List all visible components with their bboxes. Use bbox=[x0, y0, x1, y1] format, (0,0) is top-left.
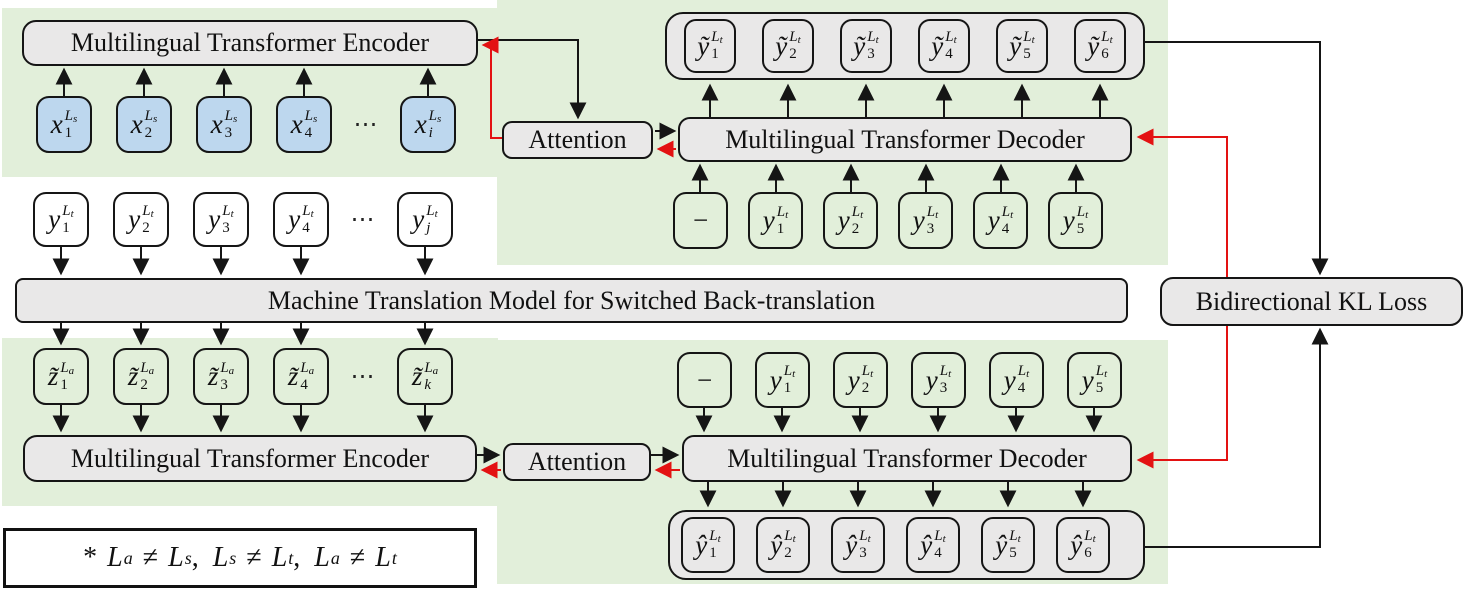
footnote-sub-s2: s bbox=[229, 547, 237, 568]
footnote-Lt-1: L bbox=[271, 542, 288, 573]
ellipsis: ⋯ bbox=[350, 207, 376, 233]
decoder-bottom-label: Multilingual Transformer Decoder bbox=[727, 443, 1087, 473]
token-−: − bbox=[677, 352, 732, 408]
encoder-top-label: Multilingual Transformer Encoder bbox=[70, 28, 430, 57]
attention-bottom-label: Attention bbox=[527, 447, 627, 476]
footnote-sub-a2: a bbox=[330, 547, 340, 568]
encoder-bottom-label: Multilingual Transformer Encoder bbox=[70, 443, 430, 473]
footnote-La-2: L bbox=[314, 542, 330, 573]
ellipsis: ⋯ bbox=[350, 364, 376, 390]
footnote-Ls-1: L bbox=[168, 542, 184, 573]
footnote-Lt-2: L bbox=[375, 542, 391, 573]
ytilde-output-container bbox=[665, 12, 1145, 80]
ellipsis: ⋯ bbox=[353, 112, 379, 138]
footnote-sub-t2: t bbox=[391, 547, 397, 568]
footnote-comma-2: , bbox=[293, 542, 301, 573]
decoder-bottom-box: Multilingual Transformer Decoder bbox=[682, 435, 1132, 482]
arrow-yhat-klloss bbox=[1145, 327, 1329, 548]
footnote-Ls-2: L bbox=[212, 542, 229, 573]
footnote-La-1: L bbox=[107, 542, 123, 573]
footnote-sub-t1: t bbox=[288, 547, 294, 568]
encoder-top-box: Multilingual Transformer Encoder bbox=[22, 20, 478, 66]
token-−: − bbox=[673, 192, 728, 249]
footnote-neq-3: ≠ bbox=[349, 542, 366, 573]
kl-loss-label: Bidirectional KL Loss bbox=[1195, 286, 1428, 316]
footnote-sub-a1: a bbox=[123, 547, 133, 568]
attention-top-label: Attention bbox=[528, 125, 627, 154]
attention-bottom-box: Attention bbox=[503, 443, 651, 481]
encoder-bottom-box: Multilingual Transformer Encoder bbox=[23, 435, 477, 482]
footnote-comma-1: , bbox=[191, 542, 199, 573]
arrow-ytilde-klloss bbox=[1145, 41, 1329, 276]
mt-model-bar: Machine Translation Model for Switched B… bbox=[15, 278, 1128, 323]
kl-loss-box: Bidirectional KL Loss bbox=[1160, 277, 1463, 326]
attention-top-box: Attention bbox=[502, 121, 653, 159]
footnote-star: * bbox=[83, 542, 98, 573]
footnote-neq-1: ≠ bbox=[142, 542, 159, 573]
footnote-sub-s1: s bbox=[184, 547, 192, 568]
decoder-top-label: Multilingual Transformer Decoder bbox=[725, 124, 1085, 154]
decoder-top-box: Multilingual Transformer Decoder bbox=[678, 117, 1132, 162]
footnote-neq-2: ≠ bbox=[246, 542, 262, 573]
mt-model-label: Machine Translation Model for Switched B… bbox=[267, 285, 876, 315]
